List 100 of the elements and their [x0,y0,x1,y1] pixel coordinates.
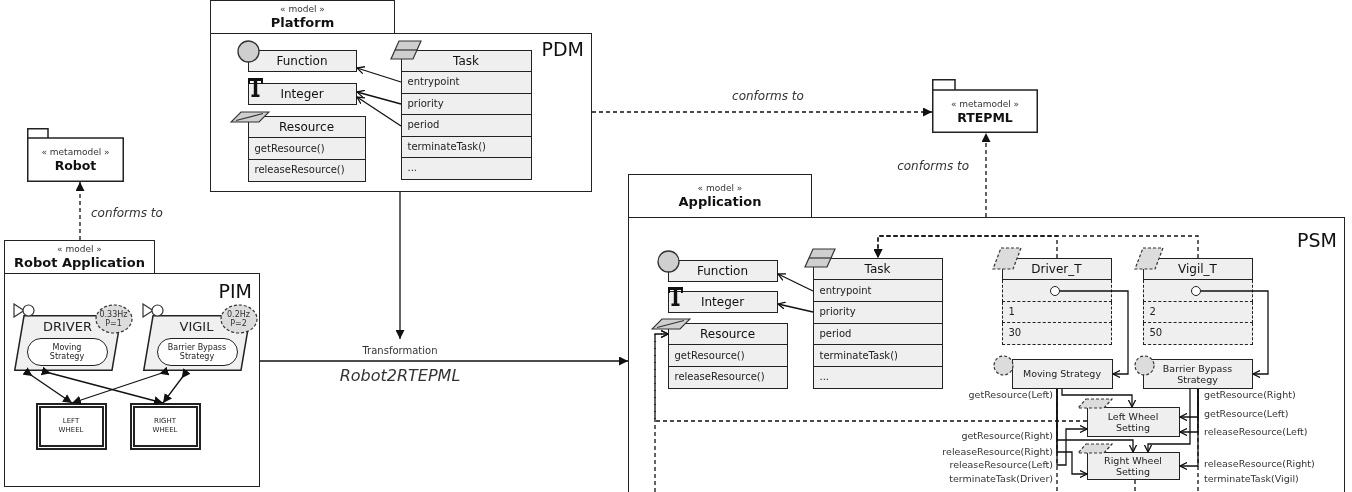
dashed-arrow [591,107,933,117]
value-label: 2 [1149,305,1156,318]
member-label: getResource() [254,142,325,155]
edge-label: terminateTask(Vigil) [1203,473,1300,484]
dashed-arrow [75,181,85,241]
member-label: priority [819,306,856,319]
edge-label: releaseResource(Right) [941,446,1054,457]
arrow [1200,290,1269,379]
class-box [667,259,778,282]
instance-box [1001,257,1112,345]
box-label: Barrier Bypass Strategy [1161,362,1234,385]
member-label: period [819,327,852,340]
arrow [777,301,814,313]
class-box [667,322,788,389]
dashed-arrow [981,132,991,218]
stereotype-label: « model » [57,243,102,255]
dashed-ellipse [94,303,133,334]
member-label: terminateTask() [407,140,486,153]
arrow [162,368,191,404]
task-name: VIGIL [179,318,214,335]
member-label: terminateTask() [819,349,898,362]
arrow [1179,388,1199,471]
member-label: ... [819,371,830,384]
resource-box [1086,406,1180,437]
edge-label: getResource(Right) [1203,389,1297,400]
class-box [667,290,778,313]
edge-label: releaseResource(Right) [1203,458,1316,469]
edge-label: conforms to [90,206,164,220]
edge-label: getResource(Left) [1203,408,1290,419]
arrow [259,356,629,366]
package-tab [4,240,155,273]
box-label: Moving Strategy [1022,368,1101,379]
arrow [40,366,164,406]
package-tab [210,0,395,33]
class-name: Task [453,53,479,68]
member-label: getResource() [674,349,745,362]
package-name: Application [678,193,762,210]
member-label: releaseResource() [674,371,765,384]
wheel-box [35,402,107,450]
package-frame [210,33,592,192]
class-name: Resource [279,119,334,134]
edge-label: releaseResource(Left) [948,459,1054,470]
arrow [1143,388,1191,453]
member-label: entrypoint [407,76,460,89]
region-label: PIM [218,281,252,301]
instance-name: Driver_T [1031,261,1082,276]
class-box [812,257,943,389]
member-label: ... [407,162,418,175]
edge-label: getResource(Left) [967,389,1054,400]
member-label: releaseResource() [254,164,345,177]
stereotype-label: « model » [280,3,325,15]
package-tab [628,174,812,217]
package-name: Platform [270,14,335,31]
resource-box [1086,451,1180,480]
arrow [777,273,814,292]
edge-label: conforms to [731,89,805,103]
edge-label: releaseResource(Left) [1203,426,1309,437]
class-name: Resource [700,326,755,341]
class-name: Function [696,263,748,278]
instance-name: Vigil_T [1178,261,1217,276]
instance-box [1142,257,1253,345]
package-name: Robot [54,158,97,173]
frequency-label: 0.2Hz P=2 [226,309,251,328]
class-box [400,49,532,180]
dashed-arrow [873,235,1199,259]
dashed-line [1134,479,1136,492]
arrow [22,367,73,404]
strategy-box [1011,358,1113,389]
package-frame [27,128,124,182]
stereotype-label: « metamodel » [950,98,1020,110]
wheel-box [129,402,201,450]
box-label: Right Wheel Setting [1103,454,1163,477]
class-box [247,115,366,182]
box-label: Left Wheel Setting [1106,410,1160,433]
edge-label: Transformation [361,345,439,357]
strategy-label: Moving Strategy [48,342,86,361]
class-name: Task [864,261,891,276]
class-name: Function [276,53,328,68]
task-name: DRIVER [43,318,92,335]
value-label: 50 [1149,327,1163,340]
class-name: Integer [280,86,324,101]
value-label: 30 [1008,327,1022,340]
arrow [356,89,402,105]
arrow [395,191,405,340]
class-name: Integer [700,294,745,309]
region-label: PSM [1297,230,1337,250]
package-name: Robot Application [14,254,145,271]
member-label: entrypoint [819,284,872,297]
strategy-box [1142,358,1253,389]
class-box [247,49,357,72]
dashed-ellipse [219,303,258,334]
arrow [1059,290,1129,379]
frequency-label: 0.33Hz P=1 [98,309,129,328]
member-label: period [407,119,440,132]
arrow [71,366,170,405]
edge-label: getResource(Right) [960,430,1054,441]
package-frame [4,273,260,487]
arrow [1061,388,1137,408]
package-frame [932,79,1038,133]
edge-label: conforms to [896,159,970,173]
